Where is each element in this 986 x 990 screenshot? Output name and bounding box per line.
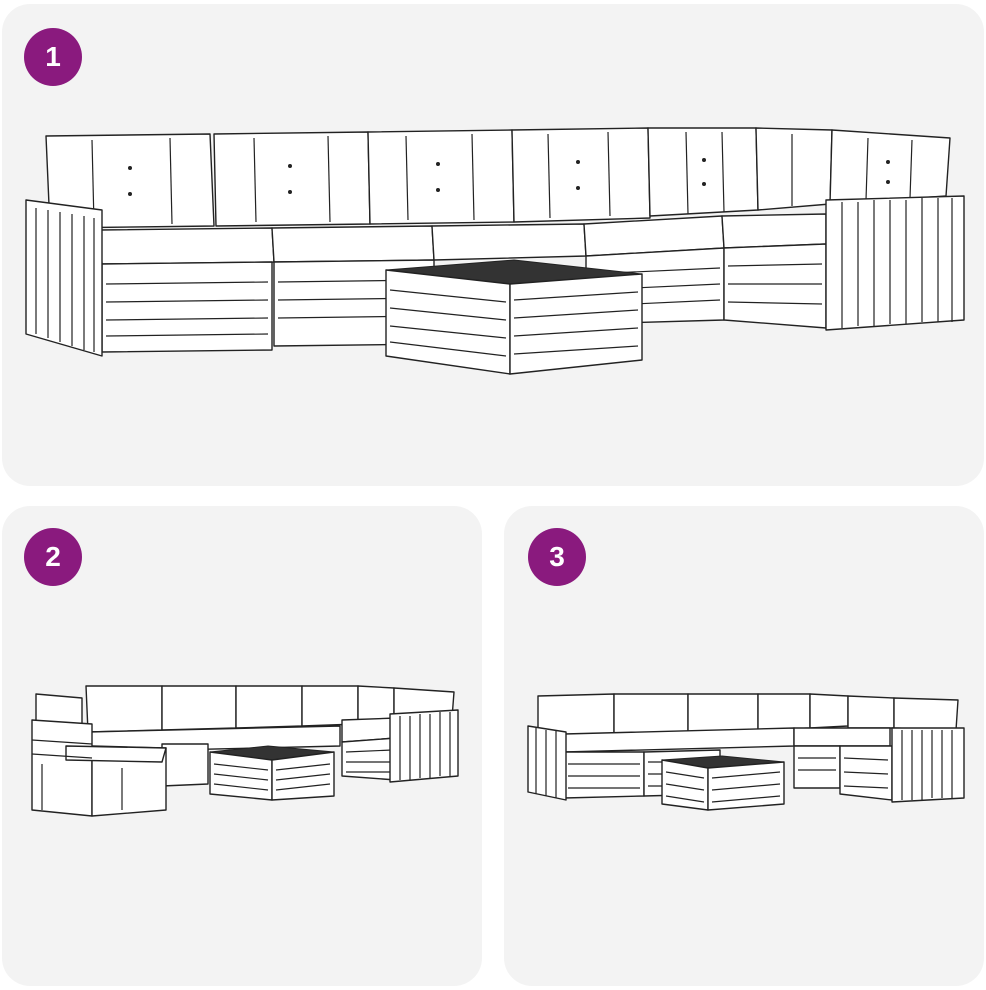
seat-cushions (99, 213, 827, 265)
panel-2: 2 (2, 506, 482, 986)
right-armrest (891, 727, 965, 803)
left-armrest (25, 199, 103, 357)
step-badge-3: 3 (528, 528, 586, 586)
left-armrest (527, 725, 567, 801)
sofa-set-left-angle-illustration (31, 685, 459, 817)
left-corner-module (31, 719, 167, 817)
right-armrest (825, 195, 965, 331)
back-cushions (45, 127, 951, 229)
seat-and-frames (87, 717, 397, 787)
sofa-set-front-illustration (25, 127, 965, 375)
sofa-set-right-angle-illustration (527, 693, 965, 811)
step-badge-1: 1 (24, 28, 82, 86)
back-cushions (537, 693, 959, 737)
coffee-table (661, 755, 785, 811)
coffee-table (385, 259, 643, 375)
panel-1: 1 (2, 4, 984, 486)
panel-3: 3 (504, 506, 984, 986)
step-badge-2: 2 (24, 528, 82, 586)
coffee-table (209, 745, 335, 801)
right-armrest (389, 709, 459, 783)
